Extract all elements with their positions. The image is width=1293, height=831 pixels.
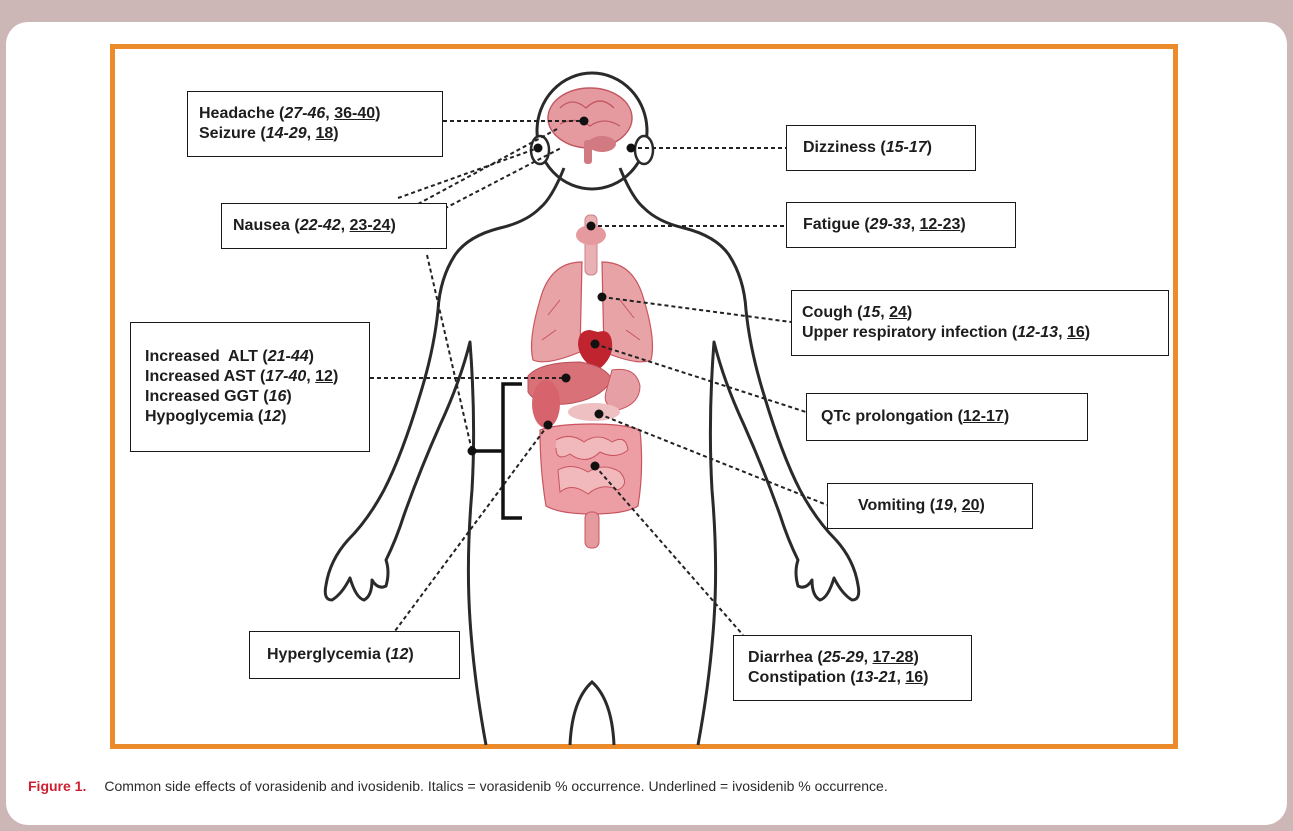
- figure-caption: Figure 1. Common side effects of voraside…: [28, 778, 1268, 794]
- ast-line: Increased AST (17-40, 12): [145, 367, 369, 387]
- nausea-label: Nausea (22-42, 23-24): [221, 203, 447, 249]
- liver-labs-label: Increased ALT (21-44) Increased AST (17-…: [130, 322, 370, 452]
- left-lung: [532, 262, 582, 362]
- constipation-line: Constipation (13-21, 16): [748, 668, 971, 688]
- caption-text: Common side effects of vorasidenib and i…: [104, 778, 887, 794]
- caption-title: Figure 1.: [28, 778, 86, 794]
- pancreas: [568, 403, 620, 421]
- headache-line: Headache (27-46, 36-40): [199, 104, 442, 124]
- hyperglycemia-label: Hyperglycemia (12): [249, 631, 460, 679]
- right-ear: [635, 136, 653, 164]
- large-intestine: [540, 424, 642, 514]
- uri-line: Upper respiratory infection (12-13, 16): [802, 323, 1168, 343]
- cough-line: Cough (15, 24): [802, 303, 1168, 323]
- diarrhea-constipation-label: Diarrhea (25-29, 17-28) Constipation (13…: [733, 635, 972, 701]
- rectum: [585, 512, 599, 548]
- seizure-line: Seizure (14-29, 18): [199, 124, 442, 144]
- qtc-label: QTc prolongation (12-17): [806, 393, 1088, 441]
- ggt-line: Increased GGT (16): [145, 387, 369, 407]
- brain: [548, 88, 632, 148]
- headache-seizure-label: Headache (27-46, 36-40) Seizure (14-29, …: [187, 91, 443, 157]
- hypoglycemia-line: Hypoglycemia (12): [145, 407, 369, 427]
- fatigue-label: Fatigue (29-33, 12-23): [786, 202, 1016, 248]
- liver-bracket: [503, 384, 522, 518]
- alt-line: Increased ALT (21-44): [145, 347, 369, 367]
- dizziness-label: Dizziness (15-17): [786, 125, 976, 171]
- cough-uri-label: Cough (15, 24) Upper respiratory infecti…: [791, 290, 1169, 356]
- body-outline: [570, 682, 614, 745]
- diarrhea-line: Diarrhea (25-29, 17-28): [748, 648, 971, 668]
- vomiting-label: Vomiting (19, 20): [827, 483, 1033, 529]
- gallbladder: [532, 380, 560, 428]
- stomach: [605, 369, 640, 410]
